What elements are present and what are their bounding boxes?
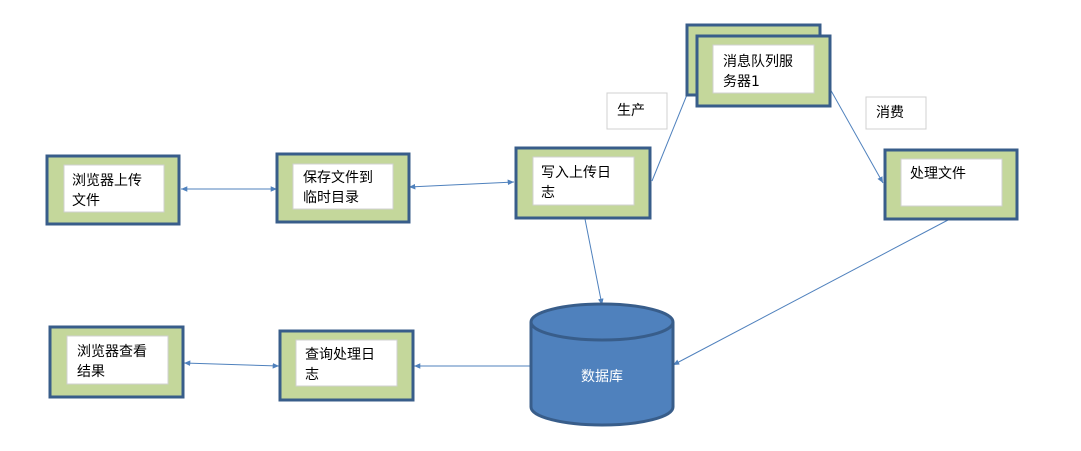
node-database: 数据库 (529, 302, 675, 427)
node-browser-view-line1: 浏览器查看 (77, 344, 147, 360)
node-process-file: 处理文件 (883, 148, 1019, 221)
node-query-log-line1: 查询处理日 (305, 347, 375, 363)
node-query-log-line2: 志 (305, 367, 319, 383)
node-write-log-line2: 志 (541, 185, 555, 201)
edge-label-consume-text: 消费 (876, 105, 904, 121)
connectors (181, 69, 949, 369)
node-write-log: 写入上传日 志 (514, 146, 652, 220)
node-mq-server: 消息队列服 务器1 (685, 23, 832, 108)
edge-save-writelog (408, 179, 515, 190)
edge-label-produce-text: 生产 (617, 103, 645, 119)
node-browser-upload-line2: 文件 (72, 193, 100, 209)
edge-writelog-db (584, 218, 604, 306)
node-browser-upload: 浏览器上传 文件 (45, 154, 181, 226)
node-database-label: 数据库 (581, 369, 623, 385)
node-save-temp-line2: 临时目录 (303, 190, 359, 206)
edge-mq-process (828, 86, 884, 184)
node-save-temp-line1: 保存文件到 (303, 170, 373, 186)
node-browser-upload-line1: 浏览器上传 (72, 173, 142, 189)
edge-process-db (672, 219, 949, 366)
node-process-file-line1: 处理文件 (910, 166, 966, 182)
edge-label-consume: 消费 (865, 96, 927, 130)
node-browser-view: 浏览器查看 结果 (48, 325, 185, 399)
node-mq-server-line2: 务器1 (723, 74, 760, 90)
edge-label-produce: 生产 (606, 92, 668, 130)
node-browser-view-line2: 结果 (77, 364, 105, 380)
edge-query-view (183, 360, 280, 369)
node-mq-server-line1: 消息队列服 (723, 53, 793, 70)
node-query-log: 查询处理日 志 (278, 329, 415, 402)
node-save-temp: 保存文件到 临时目录 (275, 152, 411, 224)
node-write-log-line1: 写入上传日 (541, 165, 611, 181)
